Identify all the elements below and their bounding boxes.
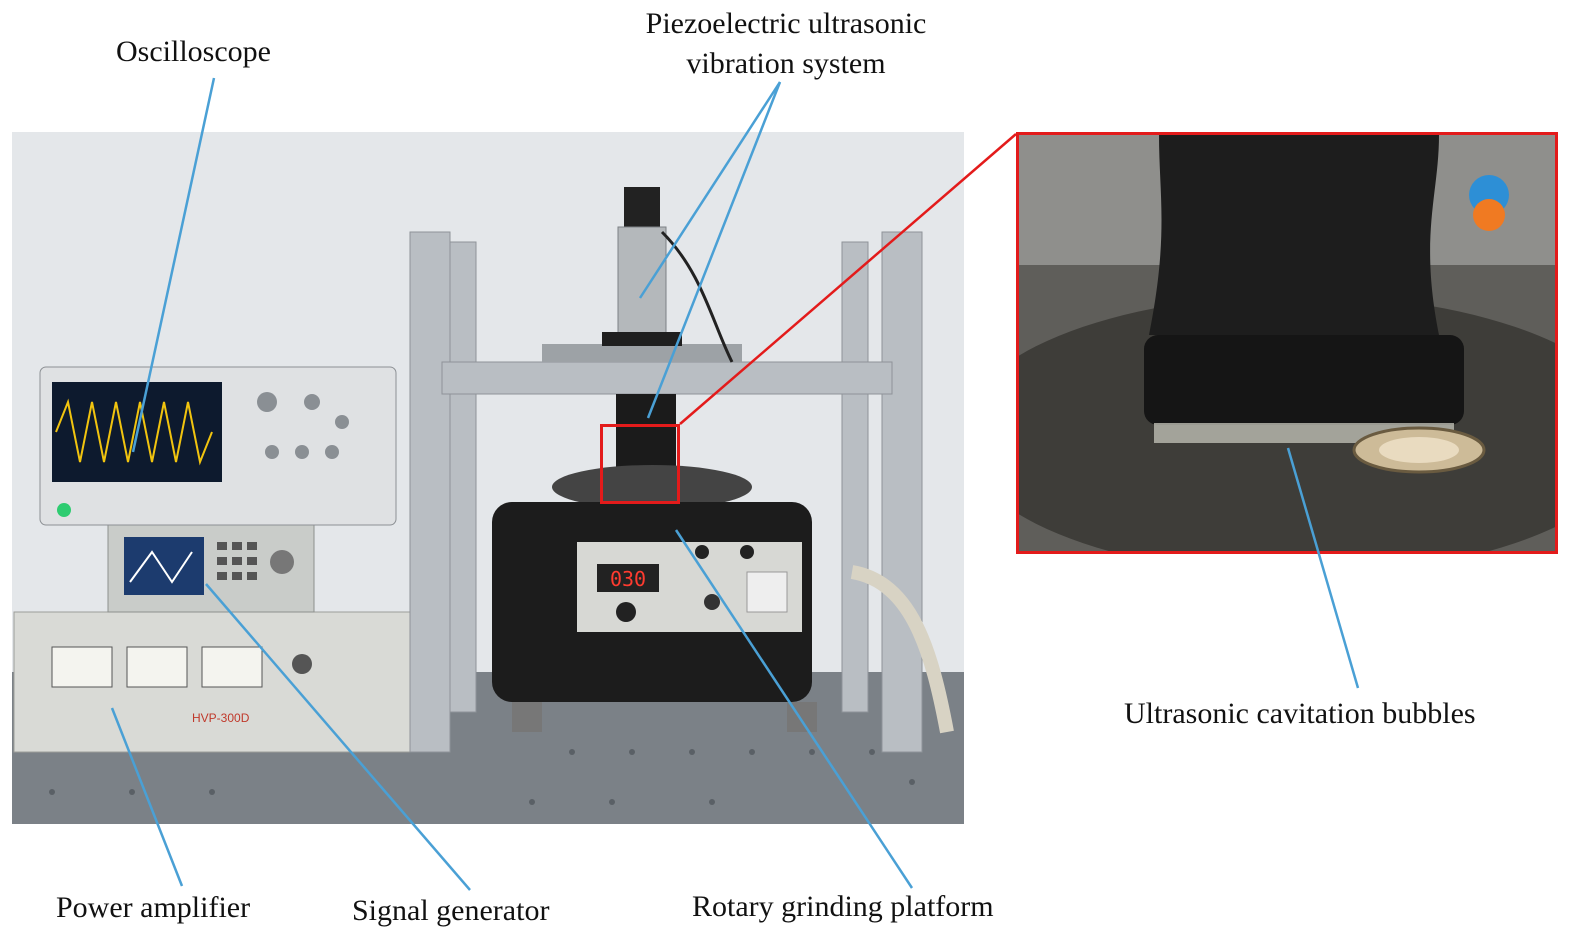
amplifier-model-text: HVP-300D — [192, 711, 250, 725]
oscilloscope-label: Oscilloscope — [116, 35, 271, 68]
signal-generator-label: Signal generator — [352, 894, 550, 927]
top-plate — [542, 344, 742, 362]
rotary-grinding-machine: 030 — [492, 465, 817, 732]
piezo-label-line1: Piezoelectric ultrasonic — [645, 7, 927, 40]
horn-tip — [1149, 135, 1439, 335]
power-amplifier-device: HVP-300D — [13, 611, 413, 753]
setup-illustration: HVP-300D — [12, 132, 964, 824]
power-amplifier-label: Power amplifier — [56, 891, 251, 924]
oscilloscope-device — [39, 366, 397, 526]
bubbles-label: Ultrasonic cavitation bubbles — [1124, 697, 1476, 730]
cavitation-zoom-inset — [1016, 132, 1558, 554]
speed-display-text: 030 — [610, 567, 646, 591]
experimental-setup-photo: HVP-300D — [12, 132, 964, 824]
signal-generator-device — [107, 523, 315, 613]
inset-illustration — [1019, 135, 1555, 551]
piezo-label-line2: vibration system — [686, 47, 886, 80]
zoom-region-marker — [600, 424, 680, 504]
rotary-platform-label: Rotary grinding platform — [692, 890, 994, 923]
